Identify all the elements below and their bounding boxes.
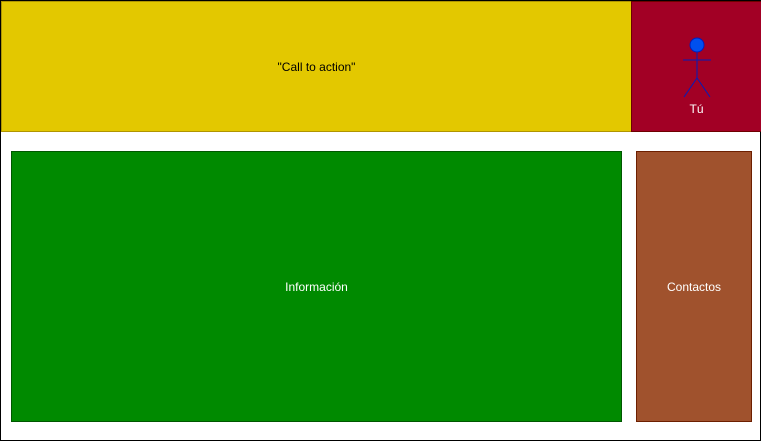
information-box[interactable]: Información [11, 151, 622, 422]
contacts-label: Contactos [666, 279, 722, 294]
actor-icon [683, 37, 711, 98]
user-label: Tú [689, 102, 704, 116]
call-to-action-label: "Call to action" [277, 59, 356, 74]
contacts-box[interactable]: Contactos [636, 151, 752, 422]
information-label: Información [285, 279, 348, 294]
user-box[interactable]: Tú [631, 1, 761, 132]
call-to-action-box[interactable]: "Call to action" [1, 1, 632, 132]
